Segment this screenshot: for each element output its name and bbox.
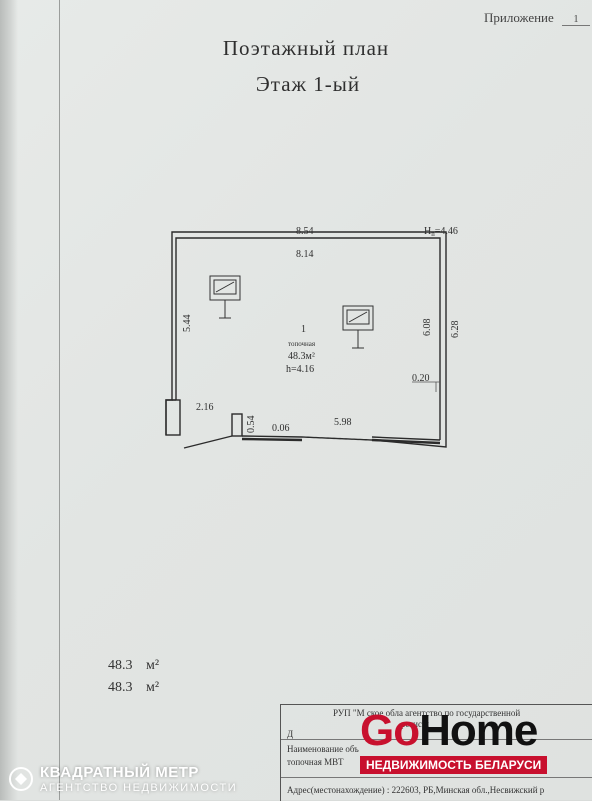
binding-margin-line [59,0,60,800]
dim-opening-left: 2.16 [196,402,214,413]
total-area-1-unit: м² [146,658,160,673]
stamp-divider [281,739,592,740]
dim-height-value: =4.46 [435,226,458,237]
dim-wall-thickness: 0.20 [412,373,430,384]
dim-right-inner: 6.08 [422,319,433,337]
boiler-right [342,305,374,349]
stamp-org-cont: регис и [401,719,430,729]
dim-left-length: 5.44 [182,315,193,333]
total-area-1: 48.3 м² [108,658,159,674]
dim-height-prefix: H [424,226,431,237]
boiler-left [209,275,241,319]
dimension-lines [412,381,440,392]
total-area-2-value: 48.3 [108,680,133,695]
gohome-logo: GoHome [360,706,538,756]
gohome-logo-home: Home [419,706,538,755]
total-area-2: 48.3 м² [108,680,159,696]
stamp-d: Д [287,729,294,739]
gohome-watermark: GoHome НЕДВИЖИМОСТЬ БЕЛАРУСИ [360,706,550,778]
floor-title: Этаж 1-ый [255,72,361,96]
dim-height-label: Hn=4.46 [424,226,458,238]
dim-gap: 0.06 [272,423,290,434]
total-area-1-value: 48.3 [108,658,133,673]
gohome-tagline: НЕДВИЖИМОСТЬ БЕЛАРУСИ [360,756,548,774]
dim-outer-width: 8.54 [296,226,314,237]
room-area: 48.3м² [288,351,315,362]
stamp-object-name-label: Наименование объ [287,744,359,754]
dim-right-outer: 6.28 [450,321,461,339]
dim-column-height: 0.54 [246,416,257,434]
title-block-stamp: РУП "М ское обла агентство по государств… [280,704,592,801]
plan-title: Поэтажный план [222,36,390,60]
stamp-address: Адрес(местонахождение) : 222603, РБ,Минс… [287,785,545,795]
kvm-brand-name: КВАДРАТНЫЙ МЕТР [40,764,199,781]
plan-walls [165,231,447,449]
page-fold-shadow [0,0,18,800]
room-number: 1 [301,324,306,335]
room-height: h=4.16 [286,364,314,375]
stamp-divider-2 [281,777,592,778]
kvm-brand-sub: АГЕНТСТВО НЕДВИЖИМОСТИ [40,782,238,794]
dim-inner-width: 8.14 [296,249,314,260]
stamp-org: РУП "М ское обла агентство по государств… [333,708,521,718]
total-area-2-unit: м² [146,680,160,695]
appendix-label: Приложение [484,10,554,25]
stamp-object-name: топочная МВТ [287,757,344,767]
room-name: топочная [288,340,316,348]
kvm-logo-icon [9,767,33,791]
appendix-number: 1 [562,14,590,26]
dim-bottom-length: 5.98 [334,417,352,428]
dim-height-sub: n [431,230,435,238]
gohome-logo-go: Go [360,706,420,755]
